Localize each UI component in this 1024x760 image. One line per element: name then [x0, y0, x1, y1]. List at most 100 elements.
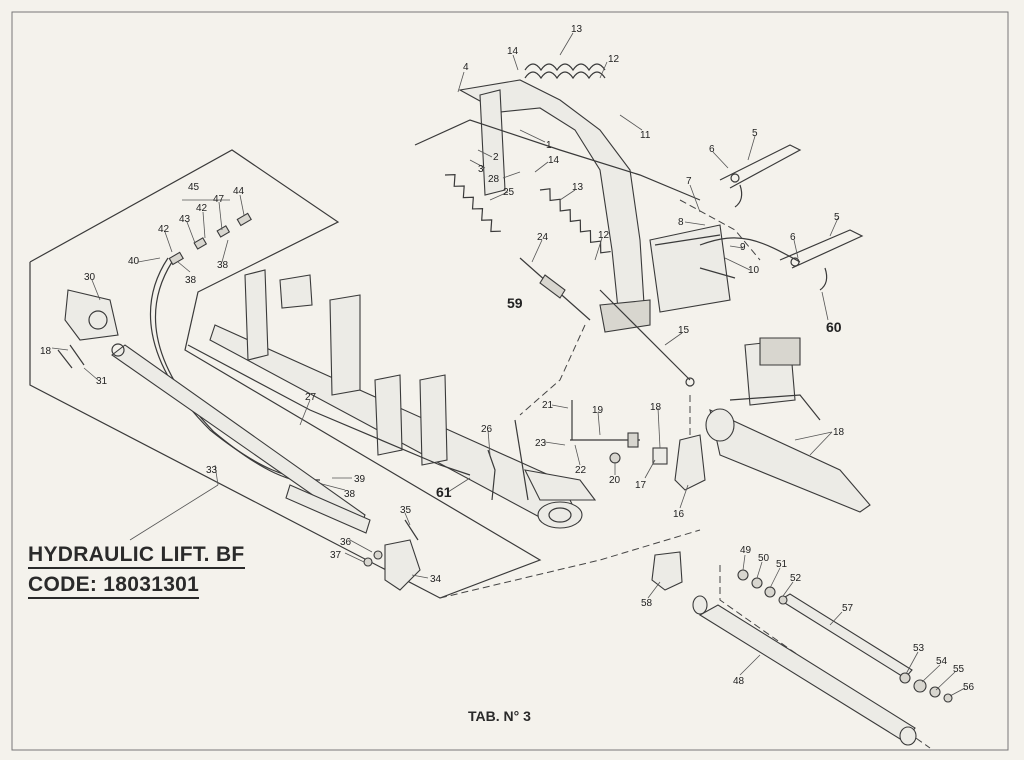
leader-lines — [51, 32, 966, 697]
callout-28: 28 — [488, 174, 500, 185]
beam-bracket-d — [419, 374, 448, 466]
callout-18: 18 — [40, 346, 52, 357]
spring-13-top — [524, 63, 606, 80]
rear-bracket — [649, 224, 731, 313]
table-label: TAB. N° 3 — [468, 708, 531, 724]
callout-6b: 6 — [790, 232, 796, 243]
callout-55: 55 — [953, 664, 965, 675]
cylinder-rod-33 — [111, 344, 366, 529]
beam-bracket-a — [244, 269, 269, 361]
callout-5b: 5 — [834, 212, 840, 223]
callout-42b: 42 — [196, 203, 208, 214]
callout-6: 6 — [709, 144, 715, 155]
callout-14: 14 — [507, 46, 519, 57]
sheet-border — [11, 11, 1009, 751]
callout-58: 58 — [641, 598, 653, 609]
callout-33: 33 — [206, 465, 218, 476]
callout-39: 39 — [354, 474, 366, 485]
callout-36: 36 — [340, 537, 352, 548]
callout-50: 50 — [758, 553, 770, 564]
callout-31: 31 — [96, 376, 108, 387]
washer-36 — [373, 550, 383, 560]
callout-12b: 12 — [598, 230, 610, 241]
lever-upright — [514, 419, 529, 501]
callout-21: 21 — [542, 400, 554, 411]
callout-44: 44 — [233, 186, 245, 197]
beam-sleeve — [537, 501, 583, 529]
callout-42: 42 — [158, 224, 170, 235]
pin-10b — [699, 267, 736, 279]
cylinder-body — [285, 484, 371, 534]
beam-sleeve-bore — [548, 507, 572, 523]
callout-30: 30 — [84, 272, 96, 283]
group-outline-left — [29, 149, 542, 599]
beam-end — [524, 469, 597, 501]
cylinder-48-end — [899, 726, 917, 746]
guide-line-3 — [519, 324, 586, 416]
hook-top — [734, 184, 743, 208]
guide-line-4 — [679, 199, 761, 261]
callout-22: 22 — [575, 465, 587, 476]
callout-45: 45 — [188, 182, 200, 193]
cross-shaft-sleeve — [705, 408, 735, 442]
callout-11: 11 — [640, 130, 651, 141]
callout-51: 51 — [776, 559, 788, 570]
part-20 — [609, 452, 621, 464]
callout-10: 10 — [748, 265, 760, 276]
bracket-58 — [651, 551, 683, 591]
callout-40: 40 — [128, 256, 140, 267]
callout-38b: 38 — [344, 489, 356, 500]
callout-26: 26 — [481, 424, 493, 435]
guide-line-1 — [439, 529, 701, 599]
lever-19-knob — [627, 432, 639, 448]
pivot-bore — [88, 310, 108, 330]
lever-6-top — [730, 173, 740, 183]
nut-37 — [363, 557, 373, 567]
turnbuckle-body — [539, 274, 566, 299]
beam-bracket-c — [374, 374, 403, 456]
valve-linkage — [729, 394, 821, 421]
callout-53: 53 — [913, 643, 925, 654]
cylinder-48-eye — [692, 595, 708, 615]
callout-38: 38 — [185, 275, 197, 286]
lever-26 — [487, 449, 496, 501]
pin-10 — [654, 234, 721, 246]
rod-57 — [778, 593, 913, 679]
beam-bracket-b — [329, 294, 361, 396]
callout-20: 20 — [609, 475, 621, 486]
cross-shaft-arm — [709, 409, 871, 513]
callout-3: 3 — [478, 164, 484, 175]
seal-set-49-52 — [737, 569, 788, 605]
cylinder-eye-33 — [111, 343, 125, 357]
spring-25 — [444, 174, 501, 233]
callout-9: 9 — [740, 242, 746, 253]
valve-block-top — [759, 337, 801, 366]
callout-16: 16 — [673, 509, 685, 520]
callout-8: 8 — [678, 217, 684, 228]
frame-rod — [414, 119, 701, 201]
valve-pieces-42-47 — [168, 212, 252, 266]
callout-18b: 18 — [650, 402, 662, 413]
title-line-1: HYDRAULIC LIFT. BF — [28, 542, 245, 569]
guide-line-2 — [719, 565, 931, 749]
bolt-35 — [404, 519, 419, 541]
callout-48: 48 — [733, 676, 745, 687]
lever-5-lower — [779, 229, 864, 269]
callout-7: 7 — [686, 176, 692, 187]
frame-foot-plate — [599, 299, 651, 333]
seal-set-53-56 — [899, 672, 953, 703]
callout-34: 34 — [430, 574, 442, 585]
pivot-plate-30 — [64, 289, 119, 341]
callout-52: 52 — [790, 573, 802, 584]
bracket-16 — [674, 434, 706, 491]
callout-18c: 18 — [833, 427, 845, 438]
callout-1: 1 — [546, 140, 552, 151]
callout-labels: 13 12 14 4 11 1 2 3 28 14 13 25 24 12 15… — [40, 24, 975, 693]
cylinder-48 — [698, 604, 916, 743]
cable-15 — [599, 289, 691, 381]
callout-24: 24 — [537, 232, 549, 243]
callout-17: 17 — [635, 480, 647, 491]
callout-60: 60 — [826, 319, 842, 335]
callout-35: 35 — [400, 505, 412, 516]
